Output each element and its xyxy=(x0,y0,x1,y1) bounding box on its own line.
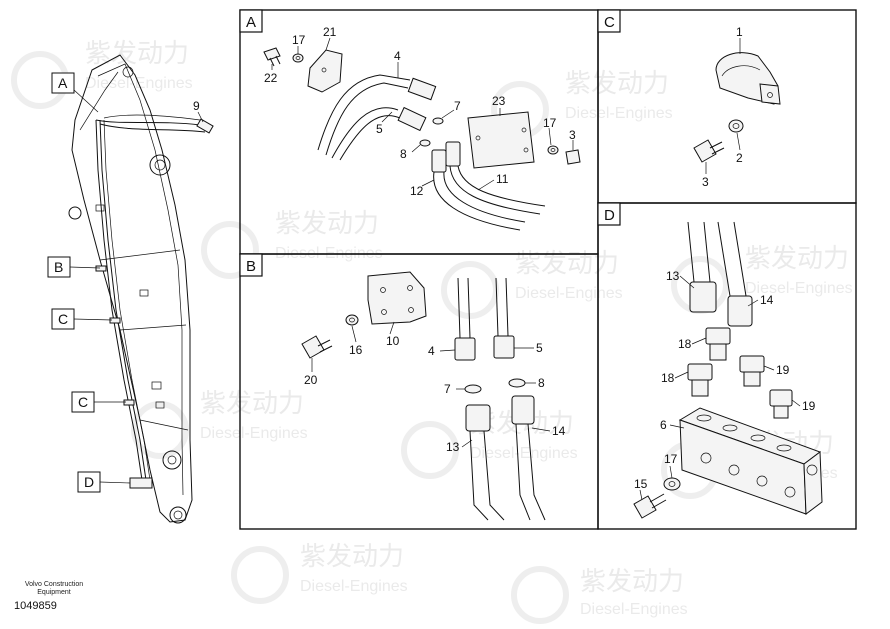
brand-block: Volvo Construction Equipment xyxy=(14,581,94,597)
panel-c-callouts: 1 2 3 xyxy=(702,25,743,189)
overview-letter-b: B xyxy=(54,259,63,275)
overview-letter-c: C xyxy=(78,394,88,410)
callout-17: 17 xyxy=(292,33,306,47)
callout-12: 12 xyxy=(410,184,424,198)
overview-letter-d: D xyxy=(84,474,94,490)
watermark-9: 紫发动力 Diesel-Engines xyxy=(231,541,408,604)
watermark-cn: 紫发动力 xyxy=(515,248,619,278)
watermark-6: 紫发动力 Diesel-Engines xyxy=(131,388,308,459)
callout-22: 22 xyxy=(264,71,278,85)
callout-19: 19 xyxy=(776,363,790,377)
watermark-en: Diesel-Engines xyxy=(515,285,623,302)
watermark-en: Diesel-Engines xyxy=(580,601,688,618)
panel-letter-a: A xyxy=(246,14,256,31)
panel-a-tag: A xyxy=(239,9,263,33)
watermark-en: Diesel-Engines xyxy=(745,280,853,297)
callout-18: 18 xyxy=(661,371,675,385)
panel-letter-b: B xyxy=(246,258,256,275)
panel-letter-c: C xyxy=(604,14,615,31)
watermark-2: 紫发动力 Diesel-Engines xyxy=(201,208,383,279)
panel-d-drawing xyxy=(633,221,823,519)
callout-13: 13 xyxy=(666,269,680,283)
callout-9: 9 xyxy=(193,99,200,113)
watermark-1: 紫发动力 Diesel-Engines xyxy=(11,38,193,109)
panel-d-callouts: 13 14 18 18 19 19 6 17 15 xyxy=(634,269,816,491)
panel-a-drawing xyxy=(263,37,581,231)
overview-label-c-2: C xyxy=(71,391,126,413)
watermark-en: Diesel-Engines xyxy=(470,445,578,462)
panel-a-callouts: 21 17 22 4 7 5 23 8 17 3 12 11 xyxy=(264,25,576,198)
watermark-cn: 紫发动力 xyxy=(300,541,404,571)
overview-letter-c: C xyxy=(58,311,68,327)
watermark-cn: 紫发动力 xyxy=(745,243,849,273)
callout-6: 6 xyxy=(660,418,667,432)
panel-c-tag: C xyxy=(597,9,621,33)
callout-14: 14 xyxy=(760,293,774,307)
callout-8: 8 xyxy=(538,376,545,390)
part-number: 1049859 xyxy=(14,600,57,612)
callout-23: 23 xyxy=(492,94,506,108)
callout-20: 20 xyxy=(304,373,318,387)
callout-13: 13 xyxy=(446,440,460,454)
watermark-cn: 紫发动力 xyxy=(275,208,379,238)
panel-letter-d: D xyxy=(604,207,615,224)
callout-16: 16 xyxy=(349,343,363,357)
panel-b-tag: B xyxy=(239,253,263,277)
callout-17: 17 xyxy=(664,452,678,466)
callout-7: 7 xyxy=(454,99,461,113)
watermark-7: 紫发动力 Diesel-Engines xyxy=(401,408,578,479)
watermark-cn: 紫发动力 xyxy=(580,566,684,596)
panel-b-drawing xyxy=(301,271,551,521)
callout-3: 3 xyxy=(569,128,576,142)
watermark-en: Diesel-Engines xyxy=(565,105,673,122)
overview-label-b: B xyxy=(47,256,101,278)
callout-21: 21 xyxy=(323,25,337,39)
callout-2: 2 xyxy=(736,151,743,165)
overview-label-a: A xyxy=(51,72,99,113)
watermark-en: Diesel-Engines xyxy=(200,425,308,442)
watermark-cn: 紫发动力 xyxy=(565,68,669,98)
callout-10: 10 xyxy=(386,334,400,348)
watermark-en: Diesel-Engines xyxy=(300,578,408,595)
callout-14: 14 xyxy=(552,424,566,438)
watermark-10: 紫发动力 Diesel-Engines xyxy=(511,566,688,624)
callout-17: 17 xyxy=(543,116,557,130)
callout-5: 5 xyxy=(376,122,383,136)
panel-d-tag: D xyxy=(597,202,621,226)
brand-line-2: Equipment xyxy=(37,589,71,596)
callout-1: 1 xyxy=(736,25,743,39)
overview-arm: 9 xyxy=(68,54,214,524)
panel-d-frame xyxy=(597,202,857,530)
callout-15: 15 xyxy=(634,477,648,491)
overview-label-d: D xyxy=(77,471,131,493)
callout-3: 3 xyxy=(702,175,709,189)
panel-b-callouts: 16 10 20 4 5 7 8 13 14 xyxy=(304,334,566,454)
callout-4: 4 xyxy=(428,344,435,358)
callout-5: 5 xyxy=(536,341,543,355)
callout-11: 11 xyxy=(496,172,509,186)
callout-4: 4 xyxy=(394,49,401,63)
callout-18: 18 xyxy=(678,337,692,351)
watermark-cn: 紫发动力 xyxy=(85,38,189,68)
callout-7: 7 xyxy=(444,382,451,396)
panel-c-drawing xyxy=(693,38,781,174)
watermark-4: 紫发动力 Diesel-Engines xyxy=(441,248,623,319)
callout-8: 8 xyxy=(400,147,407,161)
callout-19: 19 xyxy=(802,399,816,413)
brand-line-1: Volvo Construction xyxy=(24,581,84,588)
overview-letter-a: A xyxy=(58,75,68,91)
watermark-5: 紫发动力 Diesel-Engines xyxy=(671,243,853,314)
overview-label-c-1: C xyxy=(51,308,113,330)
watermark-cn: 紫发动力 xyxy=(200,388,304,418)
